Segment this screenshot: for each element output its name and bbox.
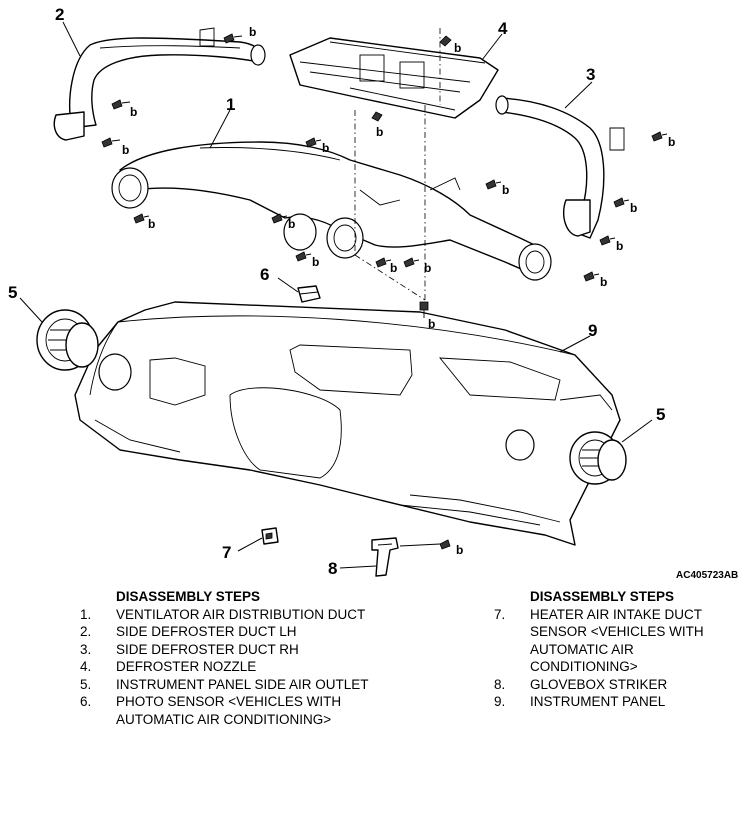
bolt-label: b (288, 217, 295, 231)
bolt (101, 137, 121, 148)
callout-2: 2 (55, 5, 64, 24)
heater-air-intake-duct-sensor (261, 527, 279, 545)
callout-3: 3 (586, 65, 595, 84)
defroster-nozzle (289, 37, 499, 119)
step-item: 9.INSTRUMENT PANEL (494, 694, 666, 709)
bolt (133, 213, 150, 224)
bolt (371, 111, 383, 122)
disassembly-steps-right: DISASSEMBLY STEPS 7.HEATER AIR INTAKE DU… (494, 588, 734, 711)
side-air-outlet-rh (569, 431, 627, 485)
instrument-panel (74, 301, 621, 546)
bolt-label: b (376, 125, 383, 139)
bolt-label: b (600, 275, 607, 289)
bolt (399, 539, 451, 550)
bolt-label: b (630, 201, 637, 215)
step-item: 5.INSTRUMENT PANEL SIDE AIR OUTLET (80, 676, 369, 692)
callout-9: 9 (588, 321, 597, 340)
bolt (599, 235, 616, 246)
callout-5-right: 5 (656, 405, 665, 424)
callout-7: 7 (222, 543, 231, 562)
step-item: 1.VENTILATOR AIR DISTRIBUTION DUCT (80, 606, 366, 622)
step-item: 7.HEATER AIR INTAKE DUCT SENSOR <VEHICLE… (494, 606, 704, 675)
bolt (295, 251, 312, 262)
disassembly-steps-left: DISASSEMBLY STEPS 1.VENTILATOR AIR DISTR… (80, 588, 370, 728)
bolt-label: b (390, 261, 397, 275)
bolt (485, 179, 502, 190)
bolt-label: b (428, 317, 435, 331)
bolt (403, 257, 420, 268)
callout-1: 1 (226, 95, 235, 114)
figure-code: AC405723AB (676, 570, 739, 581)
bolt-label: b (312, 255, 319, 269)
side-defroster-duct-rh (495, 95, 625, 239)
step-item: 2.SIDE DEFROSTER DUCT LH (80, 624, 297, 639)
steps-heading: DISASSEMBLY STEPS (116, 589, 261, 604)
bolt-label: b (424, 261, 431, 275)
bolt-label: b (454, 41, 461, 55)
callout-5-left: 5 (8, 283, 17, 302)
side-defroster-duct-lh (53, 27, 266, 141)
callout-8: 8 (328, 559, 337, 578)
callout-4: 4 (498, 19, 508, 38)
bolt-label: b (148, 217, 155, 231)
glovebox-striker (371, 537, 399, 577)
callout-6: 6 (260, 265, 269, 284)
bolt (223, 33, 243, 44)
bolt-label: b (668, 135, 675, 149)
photo-sensor (297, 285, 321, 303)
step-item: 4.DEFROSTER NOZZLE (80, 659, 257, 674)
bolt (305, 137, 322, 148)
bolt-label: b (616, 239, 623, 253)
bolt-label: b (322, 141, 329, 155)
bolt (271, 213, 288, 224)
bolt (651, 131, 668, 142)
bolt (419, 301, 429, 318)
bolt-label: b (130, 105, 137, 119)
step-item: 3.SIDE DEFROSTER DUCT RH (80, 641, 299, 657)
bolt-label: b (456, 543, 463, 557)
step-item: 6.PHOTO SENSOR <VEHICLES WITH AUTOMATIC … (80, 694, 342, 727)
side-air-outlet-lh (36, 309, 99, 371)
ventilator-air-distribution-duct (111, 141, 552, 281)
bolt-label: b (122, 143, 129, 157)
bolt (439, 35, 452, 47)
bolt (375, 257, 392, 268)
step-item: 8.GLOVEBOX STRIKER (494, 676, 668, 692)
exploded-view-diagram: 2 4 3 1 5 9 5 6 7 8 b b b b b b b b b b … (8, 5, 675, 578)
bolts (101, 33, 668, 550)
bolt-label: b (249, 25, 256, 39)
bolt (583, 271, 600, 282)
steps-heading: DISASSEMBLY STEPS (530, 589, 675, 604)
bolt (111, 99, 131, 110)
bolt-label: b (502, 183, 509, 197)
bolt (613, 197, 630, 208)
